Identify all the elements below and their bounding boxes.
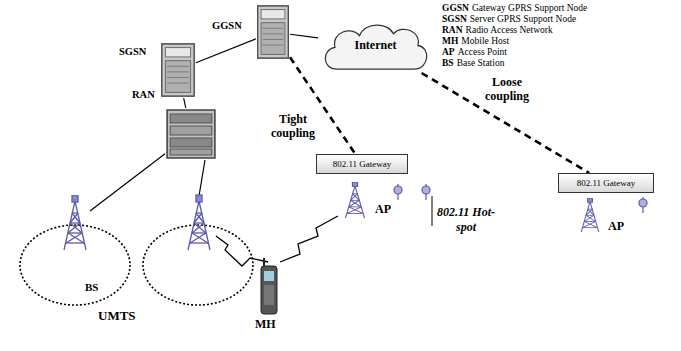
coupling-label: Loose coupling: [478, 75, 536, 103]
internet-cloud: Internet: [318, 18, 433, 73]
server-icon: [160, 42, 196, 98]
network-link: [196, 39, 256, 63]
node-label: 802.11 Gateway: [333, 159, 392, 169]
abbreviation-list: GGSNGateway GPRS Support NodeSGSNServer …: [442, 3, 587, 69]
radio-link: [280, 216, 338, 262]
base-station: BS: [60, 195, 90, 250]
umts-icon: [0, 12, 232, 336]
abbreviation-row: APAccess Point: [442, 47, 587, 58]
network-link: [184, 98, 186, 108]
phone-icon: [258, 258, 280, 316]
node-label: AP: [375, 202, 391, 217]
access-point: AP: [578, 198, 602, 232]
abbreviation-row: GGSNGateway GPRS Support Node: [442, 3, 587, 14]
umts-network: UMTS SGSN RAN BS: [0, 12, 232, 336]
abbreviation-row: RANRadio Access Network: [442, 25, 587, 36]
ran-link: [199, 160, 205, 196]
node-label: Internet: [355, 38, 397, 53]
abbreviation: BS: [442, 58, 454, 69]
abbreviation-row: BSBase Station: [442, 58, 587, 69]
ran-icon: [165, 108, 217, 160]
gateway-box: 802.11 Gateway: [558, 173, 654, 193]
base-station-tower: [188, 195, 210, 250]
node-label: MH: [255, 317, 276, 332]
node-label: SGSN: [119, 46, 146, 57]
network-link: [290, 34, 318, 38]
cell-coverage: [20, 225, 130, 305]
node-label: UMTS: [98, 308, 136, 324]
ggsn-server: GGSN: [256, 4, 290, 60]
mobile-host: MH: [258, 258, 280, 316]
hotspot-label: 802.11 Hot-spot: [436, 205, 496, 235]
abbreviation-meaning: Base Station: [457, 58, 505, 69]
abbreviation-meaning: Server GPRS Support Node: [470, 14, 576, 25]
abbreviation-row: SGSNServer GPRS Support Node: [442, 14, 587, 25]
node-label: GGSN: [212, 20, 242, 31]
abbreviation-row: MHMobile Host: [442, 36, 587, 47]
tower-icon: [342, 182, 368, 218]
abbreviation: AP: [442, 47, 455, 58]
abbreviation: GGSN: [442, 3, 469, 14]
ran-equipment: RAN: [165, 108, 217, 160]
sgsn-server: SGSN: [160, 42, 196, 98]
server-icon: [256, 4, 290, 60]
network-link: [90, 154, 165, 211]
node-label: AP: [608, 219, 624, 234]
tower-icon: [578, 198, 602, 232]
coupling-link: [422, 73, 590, 173]
abbreviation: RAN: [442, 25, 463, 36]
abbreviation-meaning: Radio Access Network: [466, 25, 553, 36]
abbreviation: SGSN: [442, 14, 467, 25]
radio-link: [216, 236, 268, 266]
access-point: AP: [342, 182, 368, 218]
abbreviation: MH: [442, 36, 458, 47]
cell-coverage: [143, 225, 253, 305]
divider: [432, 196, 433, 226]
node-label: BS: [85, 281, 98, 293]
node-label: 802.11 Gateway: [577, 178, 636, 188]
gateway-box: 802.11 Gateway: [316, 154, 408, 174]
abbreviation-meaning: Mobile Host: [461, 36, 509, 47]
coupling-label: Tight coupling: [262, 112, 324, 140]
tower-icon: [60, 195, 90, 250]
hotspot-area: [526, 166, 680, 258]
abbreviation-meaning: Access Point: [458, 47, 507, 58]
abbreviation-meaning: Gateway GPRS Support Node: [472, 3, 587, 14]
node-label: RAN: [132, 89, 155, 100]
